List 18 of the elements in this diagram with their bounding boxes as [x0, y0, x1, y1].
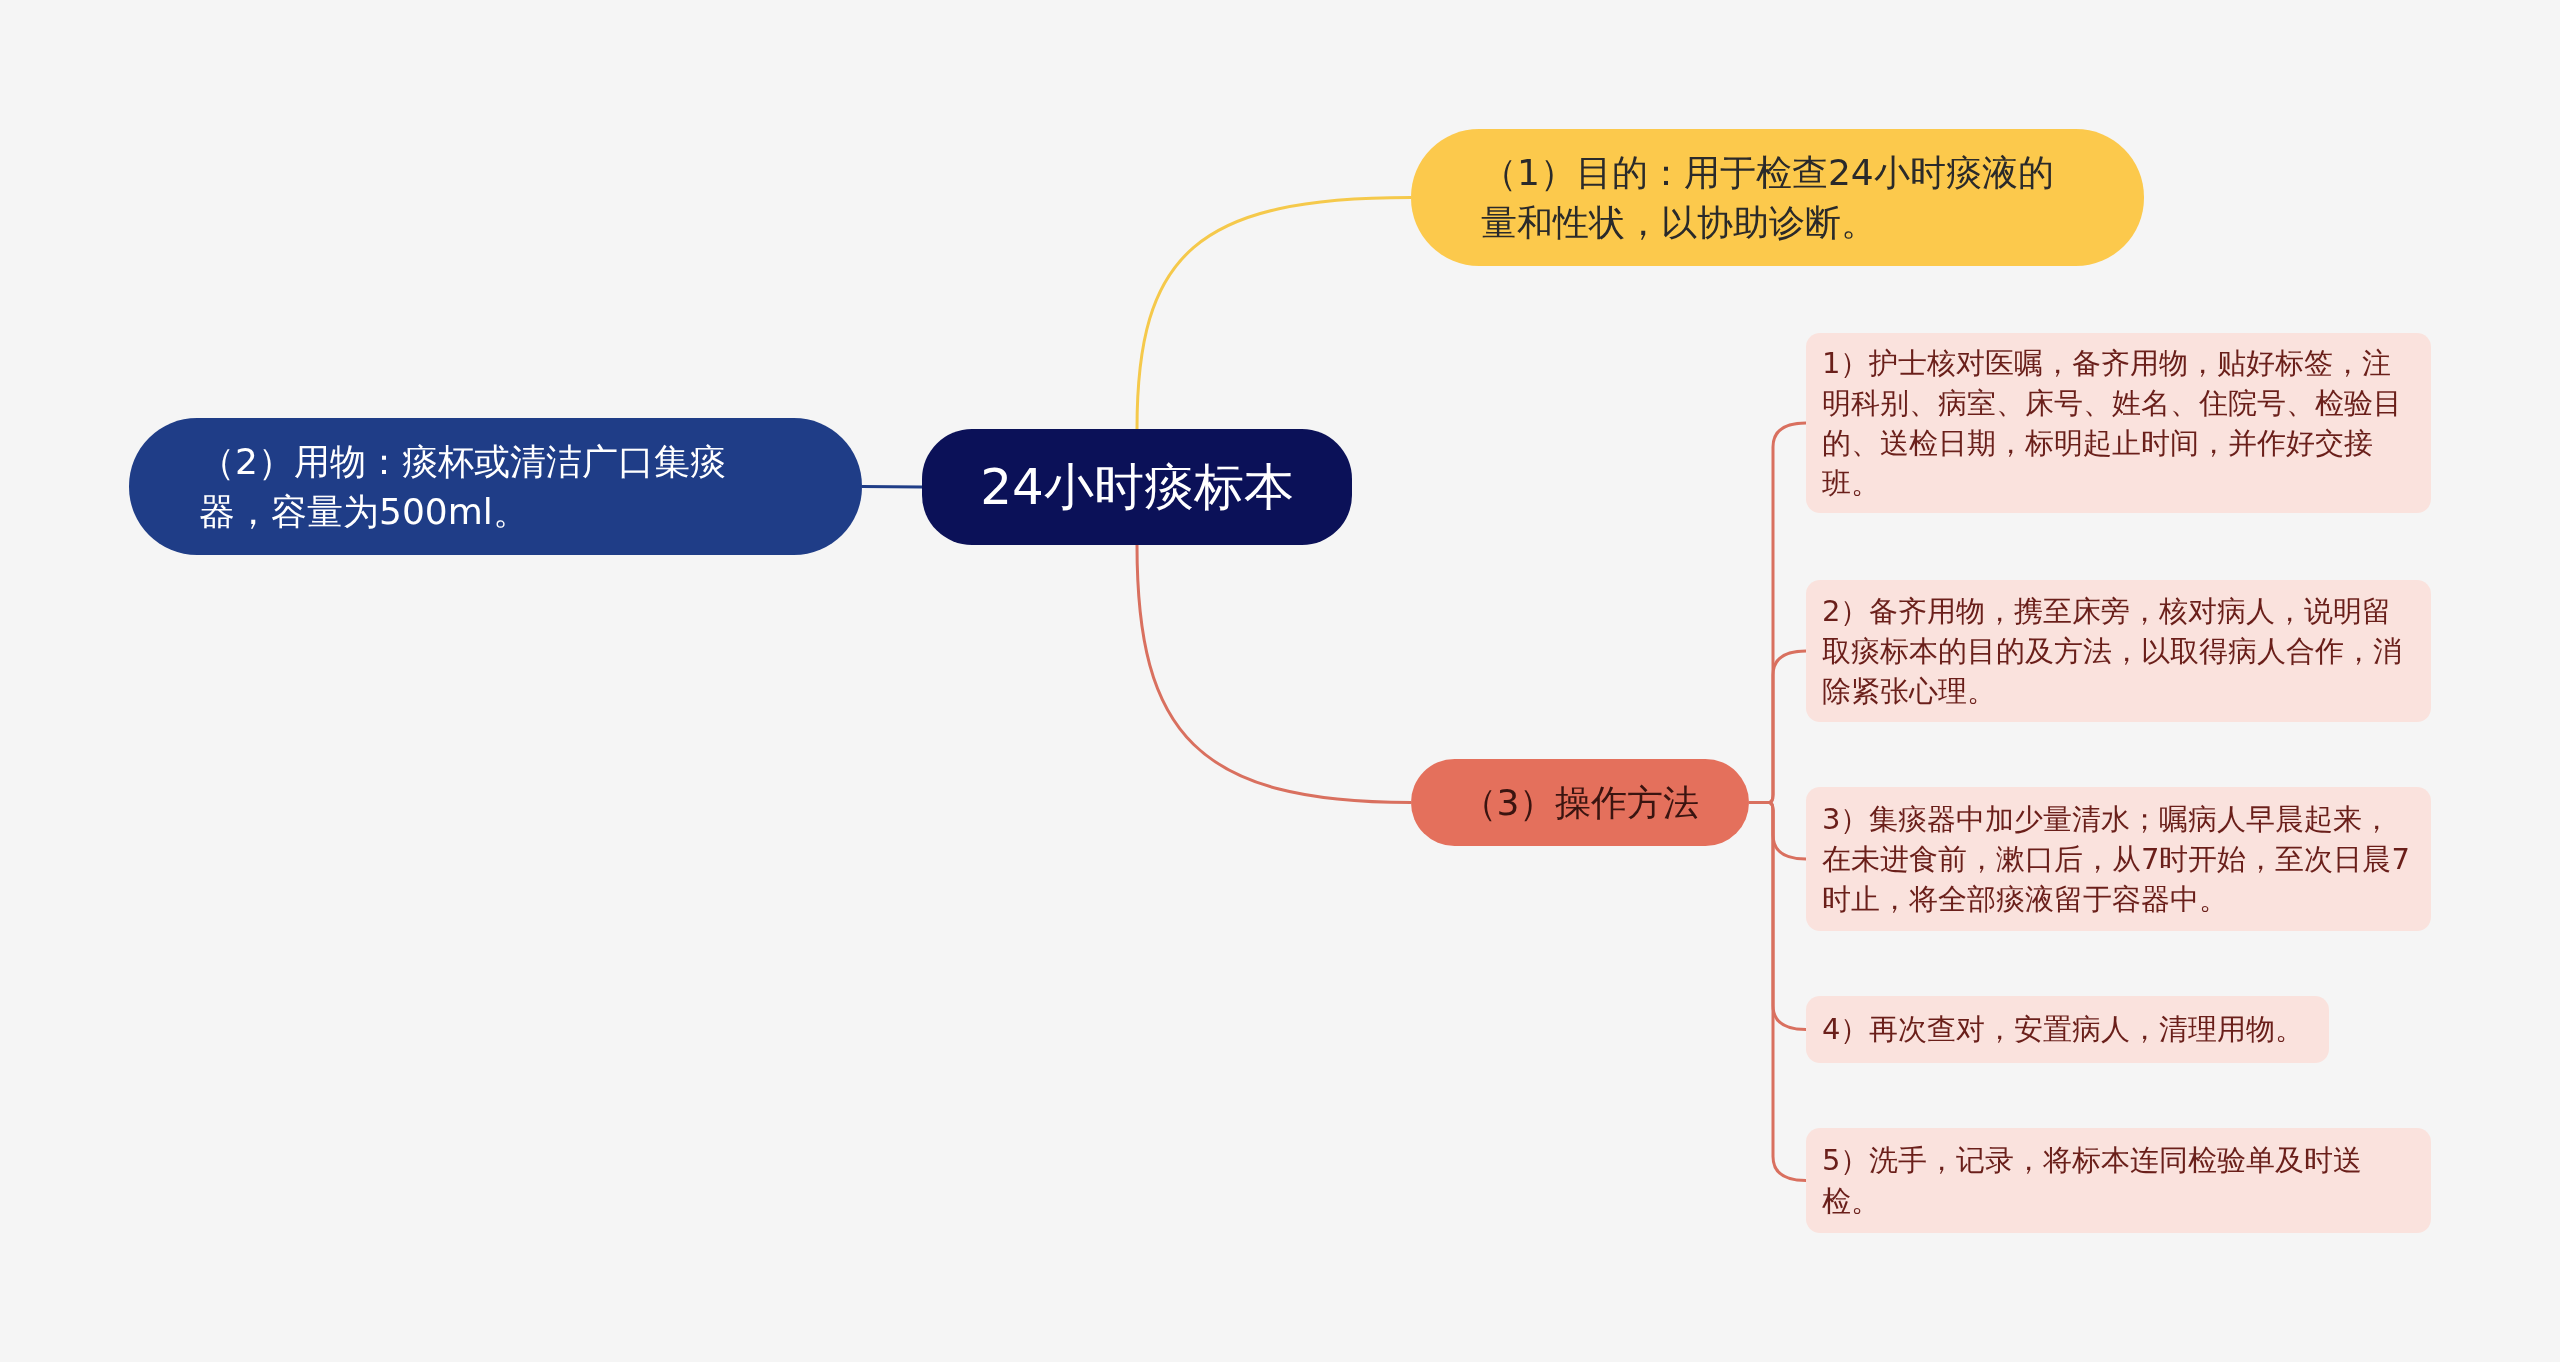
step-card [1806, 580, 2431, 722]
node-text: 2）备齐用物，携至床旁，核对病人，说明留取痰标本的目的及方法，以取得病人合作，消除紧张心理。 [1822, 592, 2403, 710]
step-card [1806, 996, 2329, 1063]
node-text: （2）用物：痰杯或清洁广口集痰器，容量为500ml。 [199, 439, 727, 534]
node-text: 3）集痰器中加少量清水；嘱病人早晨起来，在未进食前，漱口后，从7时开始，至次日晨7时止，将全部痰液留于容器中。 [1822, 800, 2411, 918]
step-card [1806, 333, 2431, 513]
node-text: （3）操作方法 [1460, 780, 1700, 825]
node-text: 5）洗手，记录，将标本连同检验单及时送检。 [1822, 1142, 2364, 1220]
node-text: 1）护士核对医嘱，备齐用物，贴好标签，注明科别、病室、床号、姓名、住院号、检验目的、送检日期，标明起止时间，并作好交接班。 [1822, 344, 2403, 502]
node-text: 24小时痰标本 [980, 456, 1294, 518]
node-text: 4）再次查对，安置病人，清理用物。 [1822, 1011, 2305, 1049]
connector-line [1135, 544, 1412, 804]
step-card [1806, 1128, 2431, 1233]
connector-line [862, 485, 922, 489]
connector-line [1135, 196, 1412, 430]
step-card [1806, 787, 2431, 931]
node-text: （1）目的：用于检查24小时痰液的量和性状，以协助诊断。 [1481, 150, 2055, 245]
connector-line [1749, 801, 1807, 1182]
